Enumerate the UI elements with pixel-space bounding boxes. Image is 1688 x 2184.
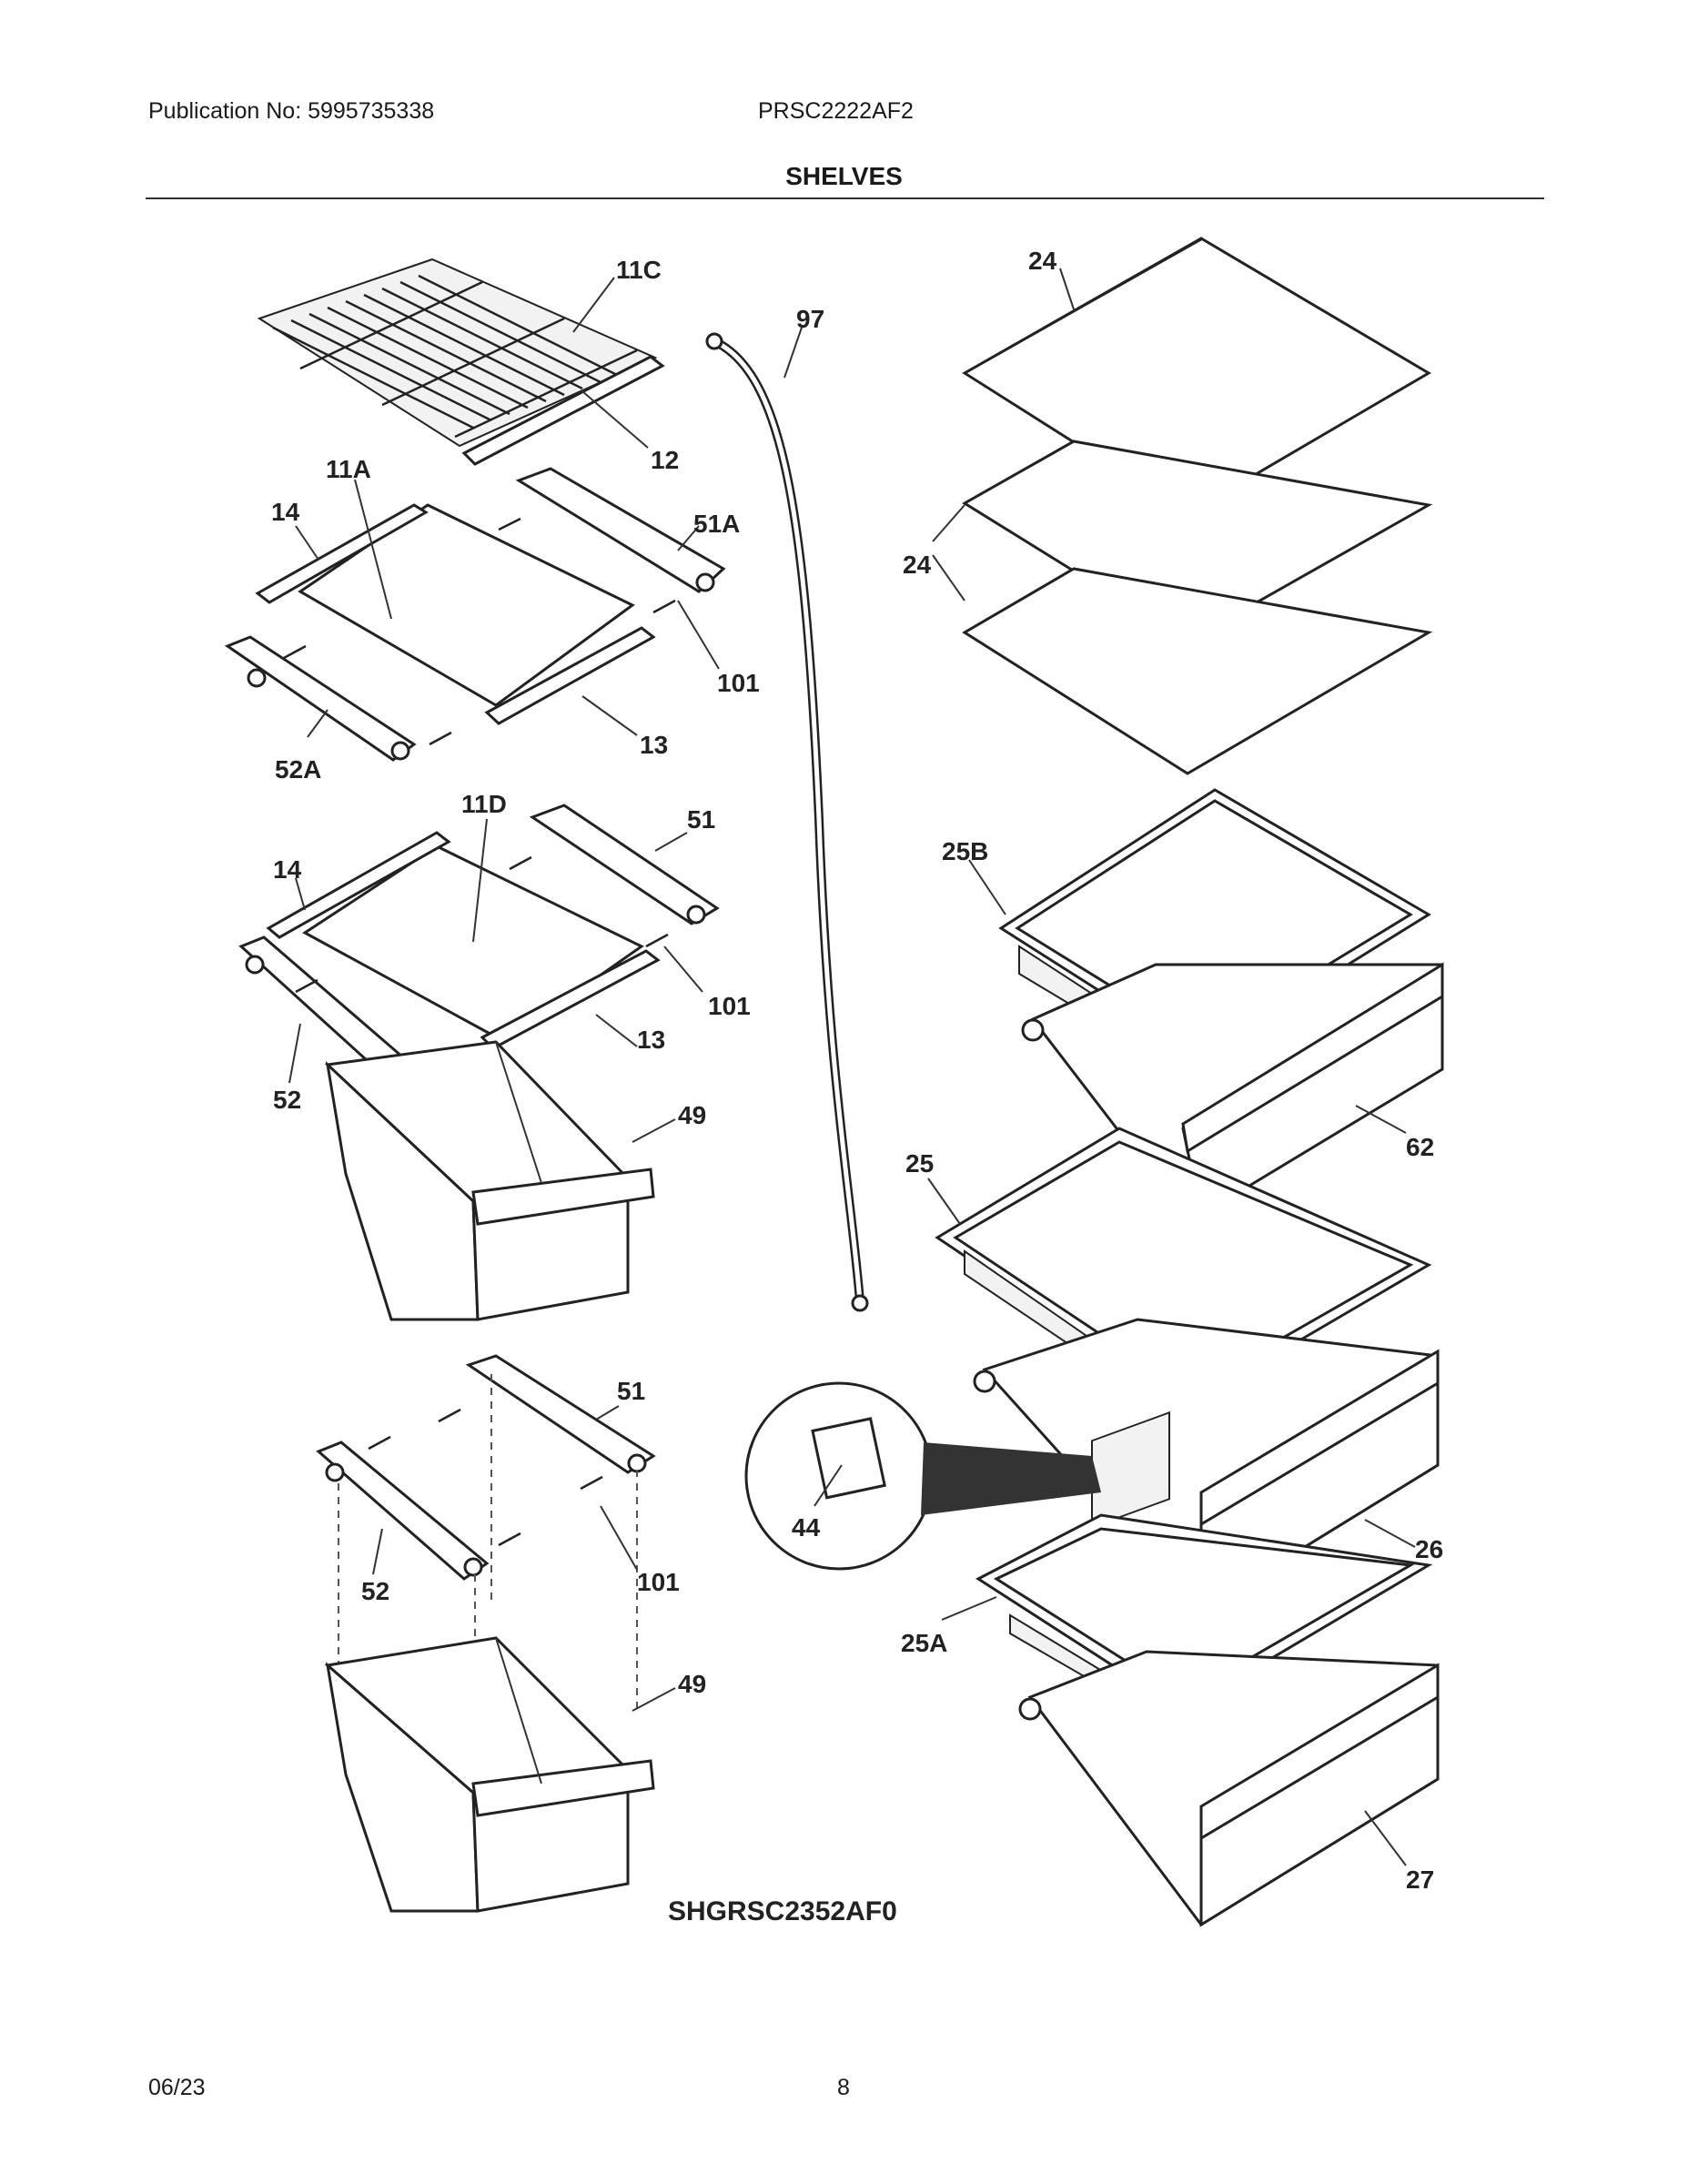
section-title: SHELVES <box>785 162 903 190</box>
model-number: PRSC2222AF2 <box>758 98 914 124</box>
label-27: 27 <box>1406 1866 1434 1894</box>
tube-97 <box>705 332 869 1312</box>
crisper-drawer-27 <box>1018 1650 1440 1927</box>
label-49-upper: 49 <box>678 1101 706 1129</box>
page-number: 8 <box>837 2075 850 2100</box>
bracket-51a <box>515 467 726 593</box>
label-13-upper: 13 <box>640 731 668 759</box>
label-12: 12 <box>651 446 679 474</box>
label-51a: 51A <box>693 510 740 538</box>
label-44: 44 <box>792 1513 821 1542</box>
leader-lines <box>288 268 1416 1866</box>
label-97: 97 <box>796 305 824 333</box>
label-25a: 25A <box>901 1629 947 1657</box>
label-62: 62 <box>1406 1133 1434 1161</box>
label-14-middle: 14 <box>273 855 302 884</box>
label-51-lower: 51 <box>617 1377 645 1405</box>
screws-101-upper <box>283 517 676 746</box>
screws-101-lower <box>368 1408 603 1547</box>
label-101-lower: 101 <box>637 1568 680 1596</box>
bracket-52-lower <box>316 1441 490 1581</box>
glass-shelf-24-bottom <box>962 567 1433 775</box>
wire-shelf-11c <box>257 258 658 448</box>
label-11d: 11D <box>461 790 507 818</box>
trim-14-upper <box>255 503 429 604</box>
label-101-upper: 101 <box>717 669 760 697</box>
label-52-lower: 52 <box>361 1577 389 1605</box>
label-25: 25 <box>905 1149 934 1178</box>
label-24-lower: 24 <box>903 551 932 579</box>
bracket-51-lower <box>465 1354 656 1474</box>
bin-49-lower <box>324 1636 655 1913</box>
rail-12 <box>461 355 665 466</box>
inset-detail-44 <box>744 1381 1101 1571</box>
label-52-middle: 52 <box>273 1086 301 1114</box>
label-51-middle: 51 <box>687 805 715 834</box>
crisper-cover-25 <box>935 1127 1432 1426</box>
label-13-middle: 13 <box>637 1026 665 1054</box>
diagram-code: SHGRSC2352AF0 <box>668 1896 897 1926</box>
label-11a: 11A <box>326 455 371 483</box>
trim-13-upper <box>484 626 656 725</box>
label-101-middle: 101 <box>708 992 751 1020</box>
label-25b: 25B <box>942 837 988 865</box>
bin-49-upper <box>324 1040 655 1321</box>
label-26: 26 <box>1415 1535 1443 1563</box>
label-11c: 11C <box>616 256 662 284</box>
glass-shelf-11d <box>302 844 644 1044</box>
callout-labels: 11C 12 11A 14 51A 101 13 52A 11D 51 14 1… <box>271 247 1443 1926</box>
label-24-top: 24 <box>1028 247 1057 275</box>
label-52a: 52A <box>275 755 321 784</box>
bracket-51-middle <box>529 804 720 925</box>
trim-14-middle <box>266 831 451 939</box>
header-rule <box>146 197 1544 199</box>
label-49-lower: 49 <box>678 1670 706 1698</box>
publication-number: Publication No: 5995735338 <box>148 98 435 124</box>
bracket-52a <box>224 635 417 762</box>
footer-date: 06/23 <box>148 2075 206 2100</box>
label-14-upper: 14 <box>271 498 300 526</box>
